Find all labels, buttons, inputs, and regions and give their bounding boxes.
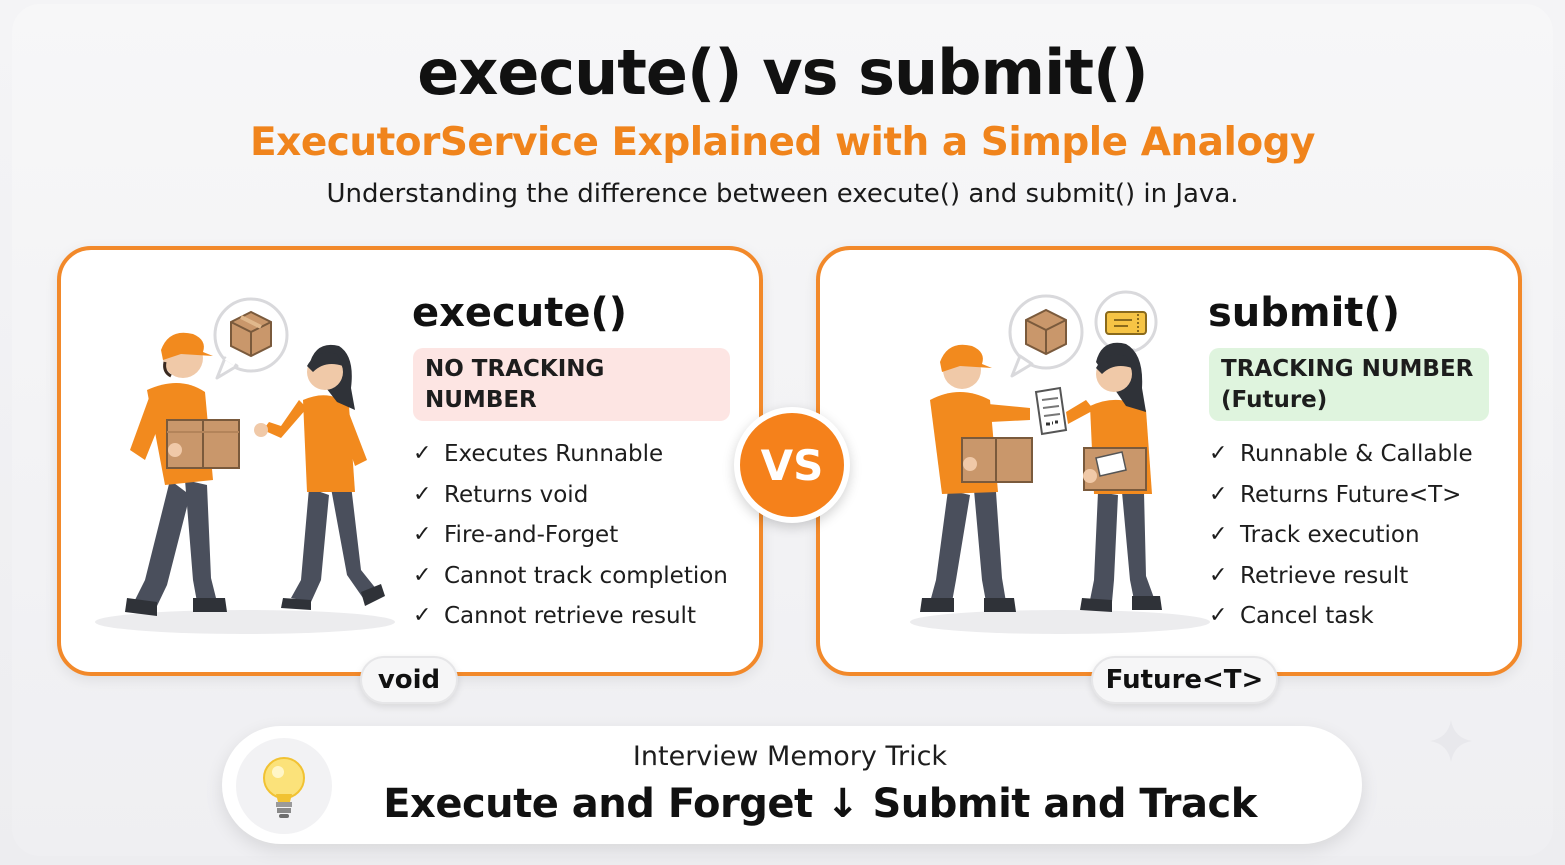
check-icon: ✓ (413, 441, 432, 466)
bulb-container (236, 738, 332, 834)
receipt-icon (1034, 386, 1068, 436)
customer-woman (1066, 342, 1162, 612)
feature-text: Returns void (444, 481, 589, 508)
feature-text: Cannot retrieve result (444, 603, 696, 629)
submit-card: submit() TRACKING NUMBER (Future) ✓ Runna… (816, 246, 1522, 676)
feature-text: Cannot track completion (444, 562, 728, 589)
feature-item: ✓ Runnable & Callable (1209, 434, 1473, 475)
check-icon: ✓ (413, 522, 432, 547)
feature-text: Executes Runnable (444, 441, 664, 467)
delivery-man (125, 332, 240, 616)
check-icon: ✓ (1209, 522, 1228, 547)
check-icon: ✓ (413, 603, 432, 628)
check-icon: ✓ (1209, 562, 1228, 588)
feature-text: Returns Future<T> (1240, 481, 1462, 508)
lightbulb-icon (263, 757, 305, 818)
submit-feature-list: ✓Runnable & Callable ✓Returns Future<T> … (1209, 434, 1473, 637)
feature-item: ✓ Cannot retrieve result (413, 596, 728, 637)
execute-illustration (95, 297, 395, 634)
memory-trick-label: Interview Memory Trick (632, 741, 948, 772)
page-subtitle: ExecutorService Explained with a Simple … (250, 120, 1315, 165)
feature-text: Track execution (1240, 522, 1420, 548)
feature-text: Retrieve result (1240, 562, 1409, 589)
feature-item: ✓ Cannot track completion (413, 556, 728, 597)
feature-text: Cancel task (1240, 603, 1374, 629)
check-icon: ✓ (1209, 441, 1228, 466)
future-return-pill: Future<T> (1091, 656, 1278, 704)
check-icon: ✓ (413, 562, 432, 588)
no-tracking-badge: NO TRACKING NUMBER (413, 348, 730, 421)
feature-item: ✓ Fire-and-Forget (413, 515, 728, 556)
void-return-pill: void (360, 656, 458, 704)
execute-card: execute() NO TRACKING NUMBER ✓ Executes R… (57, 246, 763, 676)
delivery-man (920, 344, 1033, 612)
feature-text: Runnable & Callable (1240, 441, 1473, 467)
feature-item: ✓ Cancel task (1209, 596, 1473, 637)
check-icon: ✓ (1209, 481, 1228, 507)
vs-badge: VS (734, 407, 850, 523)
check-icon: ✓ (1209, 603, 1228, 628)
feature-item: ✓ Returns Future<T> (1209, 475, 1473, 516)
package-icon (230, 310, 272, 358)
execute-title: execute() (412, 290, 628, 336)
submit-title: submit() (1208, 290, 1400, 336)
page-tagline: Understanding the difference between exe… (326, 179, 1239, 209)
sparkle-icon (1430, 720, 1472, 762)
memory-trick-panel (222, 726, 1362, 844)
feature-item: ✓ Retrieve result (1209, 556, 1473, 597)
tracking-badge: TRACKING NUMBER (Future) (1209, 348, 1489, 421)
feature-item: ✓ Track execution (1209, 515, 1473, 556)
feature-item: ✓ Returns void (413, 475, 728, 516)
customer-woman (254, 344, 385, 610)
memory-trick-text: Execute and Forget ↓ Submit and Track (383, 781, 1257, 827)
ticket-icon (1105, 311, 1147, 335)
check-icon: ✓ (413, 481, 432, 507)
package-icon (1025, 308, 1067, 356)
feature-item: ✓ Executes Runnable (413, 434, 728, 475)
execute-feature-list: ✓ Executes Runnable ✓ Returns void ✓ Fire-a… (413, 434, 728, 637)
feature-text: Fire-and-Forget (444, 522, 619, 548)
page-title: execute() vs submit() (417, 36, 1148, 109)
submit-illustration (910, 290, 1210, 634)
